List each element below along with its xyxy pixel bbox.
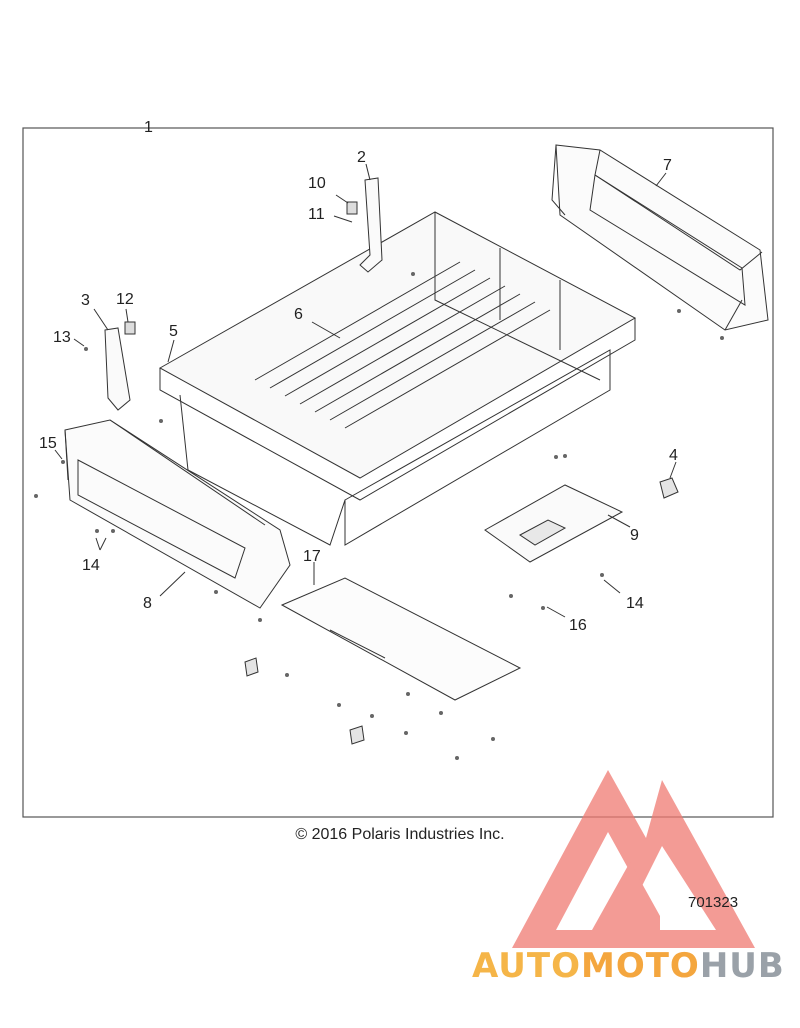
watermark-hub: HUB — [699, 946, 785, 986]
part-3-bracket — [104, 327, 131, 411]
callout-11: 11 — [308, 206, 325, 223]
callout-3: 3 — [81, 292, 90, 309]
callout-15: 15 — [39, 435, 57, 452]
callout-14-right: 14 — [626, 595, 644, 612]
part-17-floor-liner — [280, 577, 522, 701]
part-4-clip — [659, 477, 679, 499]
watermark-text: AUTOMOTOHUB — [472, 946, 785, 986]
callout-1: 1 — [144, 119, 153, 136]
part-16-clips — [244, 657, 365, 745]
callout-14-left: 14 — [82, 557, 100, 574]
watermark-auto: AUTO — [472, 946, 581, 986]
callout-labels: 1 2 3 4 5 6 7 8 9 10 11 12 13 14 14 15 1… — [39, 119, 678, 634]
callout-4: 4 — [669, 447, 678, 464]
part-2-bracket — [359, 177, 383, 273]
part-8-front-panel — [64, 419, 291, 609]
callout-13: 13 — [53, 329, 71, 346]
part-9-plate — [484, 484, 624, 563]
watermark-logo — [512, 770, 755, 948]
callout-2: 2 — [357, 149, 366, 166]
part-7-rear-panel — [551, 144, 769, 331]
callout-5: 5 — [169, 323, 178, 340]
callout-6: 6 — [294, 306, 303, 323]
callout-16: 16 — [569, 617, 587, 634]
callout-8: 8 — [143, 595, 152, 612]
copyright-notice: © 2016 Polaris Industries Inc. — [295, 826, 505, 843]
callout-12: 12 — [116, 291, 134, 308]
callout-9: 9 — [630, 527, 639, 544]
fasteners — [34, 272, 724, 760]
leader-lines — [54, 163, 677, 618]
callout-17: 17 — [303, 548, 321, 565]
drawing-number: 701323 — [688, 894, 739, 911]
watermark-moto: MOTO — [580, 946, 700, 986]
part-10-12-blocks — [124, 201, 358, 335]
part-6-cargo-box — [158, 211, 637, 546]
diagram-frame — [22, 127, 774, 818]
callout-7: 7 — [663, 157, 672, 174]
callout-10: 10 — [308, 175, 326, 192]
